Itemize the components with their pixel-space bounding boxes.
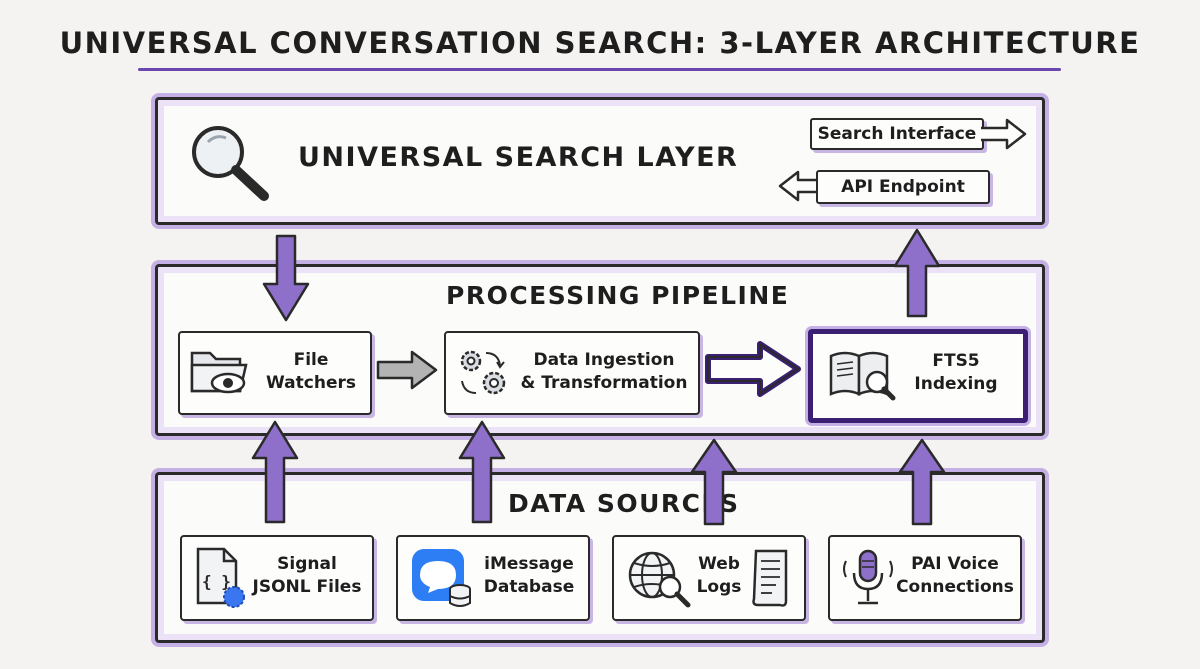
indexing-line1: FTS5 bbox=[932, 351, 980, 371]
gears-icon bbox=[460, 350, 506, 395]
data-ingestion-box: Data Ingestion & Transformation bbox=[444, 331, 700, 415]
book-search-icon bbox=[829, 351, 896, 401]
arrow-down-to-file-watchers bbox=[262, 234, 310, 322]
arrow-left-icon bbox=[778, 170, 824, 202]
arrow-right-bold bbox=[705, 341, 801, 397]
microphone-icon bbox=[843, 549, 893, 605]
arrow-right-icon bbox=[981, 118, 1027, 150]
web-logs-source-box: Web Logs bbox=[612, 535, 806, 621]
title-underline bbox=[138, 68, 1061, 71]
globe-search-icon bbox=[628, 551, 691, 608]
folder-eye-icon bbox=[190, 351, 248, 394]
web-logs-line1: Web bbox=[698, 554, 740, 574]
scroll-document-icon bbox=[752, 549, 788, 607]
json-file-icon: { } bbox=[196, 547, 245, 608]
signal-source-box: { } Signal JSONL Files bbox=[180, 535, 374, 621]
imessage-line1: iMessage bbox=[484, 554, 574, 574]
indexing-line2: Indexing bbox=[914, 374, 998, 394]
arrow-up-to-search bbox=[893, 228, 941, 318]
arrow-up-from-signal bbox=[251, 420, 299, 524]
universal-search-layer: UNIVERSAL SEARCH LAYER Search Interface … bbox=[155, 97, 1045, 225]
magnifier-icon bbox=[192, 126, 269, 201]
voice-line1: PAI Voice bbox=[911, 554, 999, 574]
arrow-up-from-web-logs bbox=[690, 438, 738, 526]
imessage-line2: Database bbox=[483, 577, 575, 597]
signal-line1: Signal bbox=[277, 554, 337, 574]
arrow-up-from-imessage bbox=[458, 420, 506, 524]
web-logs-line2: Logs bbox=[696, 577, 742, 597]
fts5-indexing-box: FTS5 Indexing bbox=[808, 329, 1028, 423]
sources-layer-title: DATA SOURCES bbox=[508, 489, 740, 518]
processing-layer-title: PROCESSING PIPELINE bbox=[446, 281, 790, 310]
data-sources-layer: DATA SOURCES { } Signal JSONL Files iMes… bbox=[155, 472, 1045, 643]
voice-line2: Connections bbox=[896, 577, 1014, 597]
file-watchers-line1: File bbox=[293, 350, 329, 370]
file-watchers-line2: Watchers bbox=[266, 373, 356, 393]
api-endpoint-label: API Endpoint bbox=[816, 170, 990, 204]
imessage-source-box: iMessage Database bbox=[396, 535, 590, 621]
arrow-right-gray bbox=[376, 350, 438, 390]
message-bubble-icon bbox=[412, 549, 471, 607]
pai-voice-source-box: PAI Voice Connections bbox=[828, 535, 1022, 621]
search-layer-title: UNIVERSAL SEARCH LAYER bbox=[298, 142, 739, 173]
svg-text:{ }: { } bbox=[202, 572, 231, 591]
search-interface-label: Search Interface bbox=[810, 118, 984, 150]
ingestion-line2: & Transformation bbox=[520, 373, 688, 393]
arrow-up-from-pai-voice bbox=[898, 438, 946, 526]
signal-line2: JSONL Files bbox=[252, 577, 362, 597]
file-watchers-box: File Watchers bbox=[178, 331, 372, 415]
ingestion-line1: Data Ingestion bbox=[533, 350, 675, 370]
diagram-title: UNIVERSAL CONVERSATION SEARCH: 3-LAYER A… bbox=[59, 26, 1141, 60]
